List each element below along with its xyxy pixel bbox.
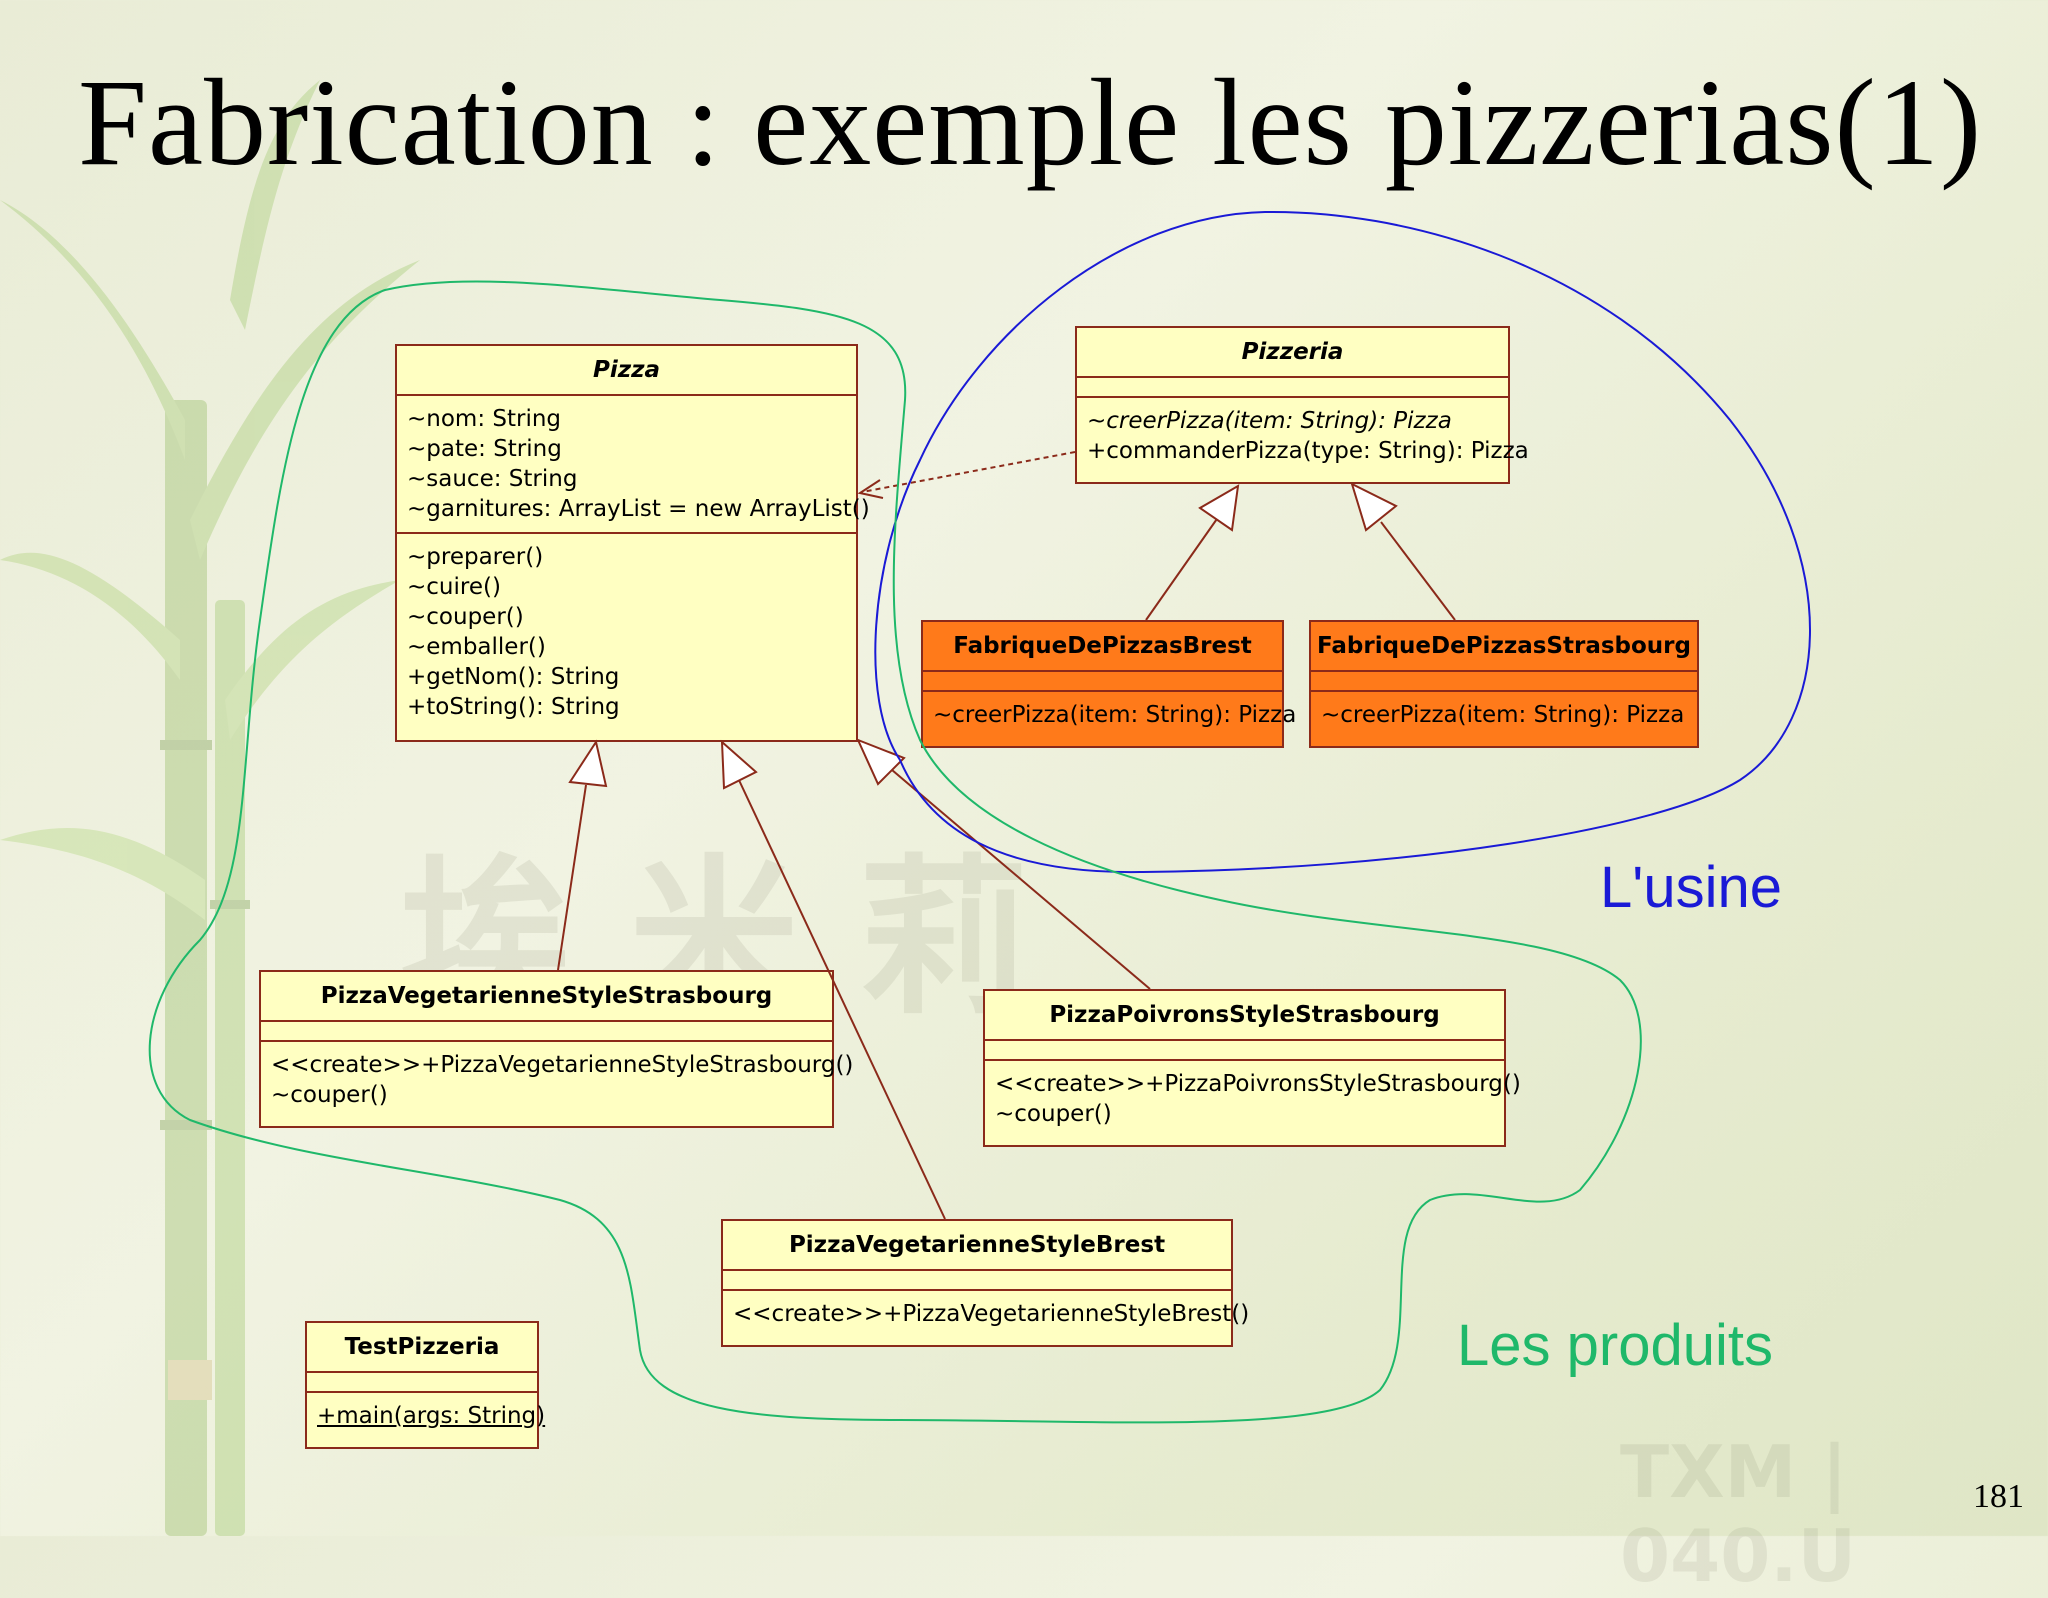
- class-methods: ~creerPizza(item: String): Pizza: [1311, 692, 1697, 738]
- class-attributes: [261, 1022, 832, 1042]
- slide-title: Fabrication : exemple les pizzerias(1): [78, 54, 1983, 191]
- class-fabrique-strasbourg: FabriqueDePizzasStrasbourg ~creerPizza(i…: [1309, 620, 1699, 748]
- attribute: ~garnitures: ArrayList = new ArrayList(): [407, 496, 870, 522]
- method: +getNom(): String: [407, 664, 620, 690]
- attribute: ~nom: String: [407, 406, 562, 432]
- method: ~couper(): [407, 604, 524, 630]
- generalization-veg-brest-pizza: [720, 739, 946, 1220]
- class-methods: ~creerPizza(item: String): Pizza +comman…: [1077, 398, 1529, 474]
- class-name: Pizza: [397, 346, 856, 396]
- generalization-strasbourg-pizzeria: [1350, 482, 1456, 621]
- class-name: FabriqueDePizzasBrest: [923, 622, 1282, 672]
- class-name: Pizzeria: [1077, 328, 1508, 378]
- method: +toString(): String: [407, 694, 620, 720]
- method: ~cuire(): [407, 574, 501, 600]
- method: ~preparer(): [407, 544, 544, 570]
- method: ~couper(): [995, 1101, 1112, 1127]
- class-methods: <<create>>+PizzaVegetarienneStyleStrasbo…: [261, 1042, 854, 1118]
- class-name: TestPizzeria: [307, 1323, 537, 1373]
- class-methods: ~creerPizza(item: String): Pizza: [923, 692, 1297, 738]
- class-fabrique-brest: FabriqueDePizzasBrest ~creerPizza(item: …: [921, 620, 1297, 748]
- class-name: PizzaPoivronsStyleStrasbourg: [985, 991, 1504, 1041]
- class-name: PizzaVegetarienneStyleStrasbourg: [261, 972, 832, 1022]
- class-methods: ~preparer() ~cuire() ~couper() ~emballer…: [397, 534, 856, 730]
- class-methods: +main(args: String): [307, 1393, 546, 1439]
- class-test-pizzeria: TestPizzeria +main(args: String): [305, 1321, 546, 1449]
- class-pizza: Pizza ~nom: String ~pate: String ~sauce:…: [395, 344, 870, 742]
- attribute: ~pate: String: [407, 436, 562, 462]
- class-attributes: [923, 672, 1282, 692]
- class-pizza-vegetarienne-strasbourg: PizzaVegetarienneStyleStrasbourg <<creat…: [259, 970, 854, 1128]
- factory-region-outline: [874, 210, 1811, 874]
- generalization-poivrons-strasbourg-pizza: [856, 738, 1151, 990]
- class-pizza-vegetarienne-brest: PizzaVegetarienneStyleBrest <<create>>+P…: [721, 1219, 1250, 1347]
- class-pizzeria: Pizzeria ~creerPizza(item: String): Pizz…: [1075, 326, 1529, 484]
- method: ~creerPizza(item: String): Pizza: [1087, 408, 1452, 434]
- class-attributes: [985, 1041, 1504, 1061]
- class-name: PizzaVegetarienneStyleBrest: [723, 1221, 1231, 1271]
- class-attributes: [1077, 378, 1508, 398]
- class-attributes: [1311, 672, 1697, 692]
- method: +main(args: String): [317, 1403, 546, 1429]
- method: +commanderPizza(type: String): Pizza: [1087, 438, 1529, 464]
- class-attributes: ~nom: String ~pate: String ~sauce: Strin…: [397, 396, 870, 534]
- method: <<create>>+PizzaVegetarienneStyleBrest(): [733, 1301, 1250, 1327]
- class-pizza-poivrons-strasbourg: PizzaPoivronsStyleStrasbourg <<create>>+…: [983, 989, 1521, 1147]
- method: ~creerPizza(item: String): Pizza: [933, 702, 1297, 728]
- method: ~creerPizza(item: String): Pizza: [1321, 702, 1685, 728]
- bamboo-decoration: [0, 80, 420, 1536]
- generalization-veg-strasbourg-pizza: [557, 739, 608, 971]
- class-attributes: [723, 1271, 1231, 1291]
- method: ~emballer(): [407, 634, 546, 660]
- method: ~couper(): [271, 1082, 388, 1108]
- generalization-brest-pizzeria: [1145, 484, 1240, 621]
- factory-label: L'usine: [1600, 855, 1782, 920]
- products-label: Les produits: [1457, 1313, 1773, 1378]
- class-methods: <<create>>+PizzaPoivronsStyleStrasbourg(…: [985, 1061, 1521, 1137]
- diagram-connectors: [148, 210, 1811, 1424]
- page-number: 181: [1973, 1478, 2024, 1515]
- attribute: ~sauce: String: [407, 466, 578, 492]
- method: <<create>>+PizzaPoivronsStyleStrasbourg(…: [995, 1071, 1521, 1097]
- class-methods: <<create>>+PizzaVegetarienneStyleBrest(): [723, 1291, 1250, 1337]
- class-attributes: [307, 1373, 537, 1393]
- method: <<create>>+PizzaVegetarienneStyleStrasbo…: [271, 1052, 854, 1078]
- products-region-outline: [148, 280, 1642, 1424]
- class-name: FabriqueDePizzasStrasbourg: [1311, 622, 1697, 672]
- dependency-pizzeria-pizza: [857, 451, 1076, 499]
